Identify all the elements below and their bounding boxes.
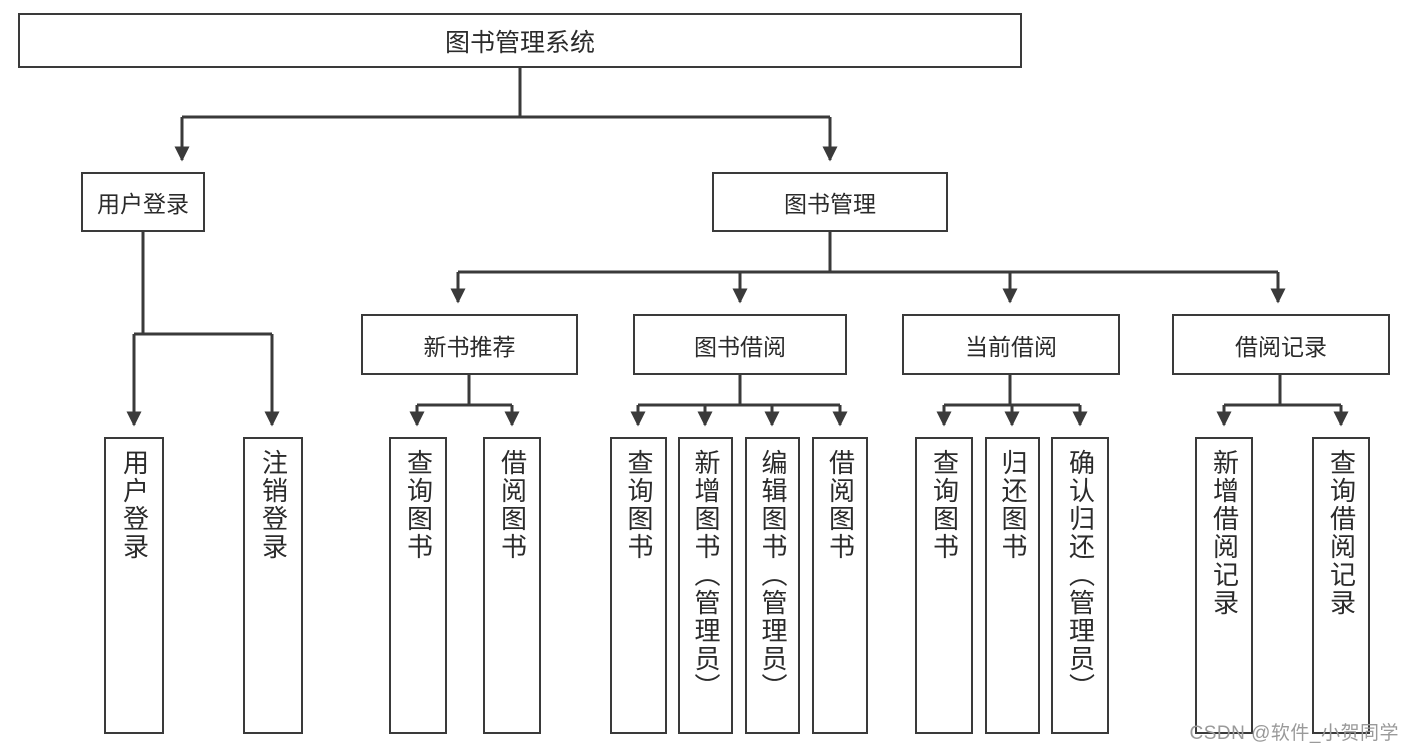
leaf-add-book-label: 新增图书（管理员） — [691, 449, 722, 701]
leaf-return-book-label: 归还图书 — [998, 449, 1029, 561]
leaf-edit-book-label: 编辑图书（管理员） — [758, 449, 789, 701]
node-new-book-recommend[interactable]: 新书推荐 — [361, 314, 578, 375]
leaf-query-borrow-record[interactable]: 查询借阅记录 — [1312, 437, 1370, 734]
node-current-borrow[interactable]: 当前借阅 — [902, 314, 1120, 375]
leaf-user-login-action[interactable]: 用户登录 — [104, 437, 164, 734]
leaf-add-borrow-record[interactable]: 新增借阅记录 — [1195, 437, 1253, 734]
leaf-confirm-return-label: 确认归还（管理员） — [1065, 449, 1096, 701]
leaf-query-borrow-record-label: 查询借阅记录 — [1326, 449, 1357, 617]
leaf-add-book[interactable]: 新增图书（管理员） — [678, 437, 733, 734]
leaf-borrow-book-1[interactable]: 借阅图书 — [483, 437, 541, 734]
leaf-user-logout-action[interactable]: 注销登录 — [243, 437, 303, 734]
leaf-query-book-1[interactable]: 查询图书 — [389, 437, 447, 734]
node-root[interactable]: 图书管理系统 — [18, 13, 1022, 68]
leaf-user-logout-action-label: 注销登录 — [258, 449, 289, 561]
leaf-query-book-1-label: 查询图书 — [403, 449, 434, 561]
node-user-login[interactable]: 用户登录 — [81, 172, 205, 232]
leaf-user-login-action-label: 用户登录 — [119, 449, 150, 561]
leaf-return-book[interactable]: 归还图书 — [985, 437, 1040, 734]
leaf-query-book-2[interactable]: 查询图书 — [610, 437, 667, 734]
node-book-borrow[interactable]: 图书借阅 — [633, 314, 847, 375]
csdn-watermark: CSDN @软件_小贺同学 — [1189, 723, 1399, 744]
node-borrow-record[interactable]: 借阅记录 — [1172, 314, 1390, 375]
leaf-borrow-book-2[interactable]: 借阅图书 — [812, 437, 868, 734]
node-book-management-label: 图书管理 — [784, 191, 876, 217]
leaf-borrow-book-1-label: 借阅图书 — [497, 449, 528, 561]
node-new-book-recommend-label: 新书推荐 — [423, 333, 516, 360]
leaf-confirm-return[interactable]: 确认归还（管理员） — [1051, 437, 1109, 734]
leaf-borrow-book-2-label: 借阅图书 — [825, 449, 856, 561]
node-book-management[interactable]: 图书管理 — [712, 172, 948, 232]
leaf-add-borrow-record-label: 新增借阅记录 — [1209, 449, 1240, 617]
node-current-borrow-label: 当前借阅 — [965, 333, 1057, 360]
leaf-query-book-3[interactable]: 查询图书 — [915, 437, 973, 734]
leaf-query-book-3-label: 查询图书 — [929, 449, 960, 561]
leaf-query-book-2-label: 查询图书 — [624, 449, 655, 561]
node-borrow-record-label: 借阅记录 — [1235, 333, 1327, 360]
leaf-edit-book[interactable]: 编辑图书（管理员） — [745, 437, 800, 734]
node-user-login-label: 用户登录 — [97, 191, 189, 217]
node-root-label: 图书管理系统 — [444, 28, 595, 57]
node-book-borrow-label: 图书借阅 — [694, 333, 786, 360]
